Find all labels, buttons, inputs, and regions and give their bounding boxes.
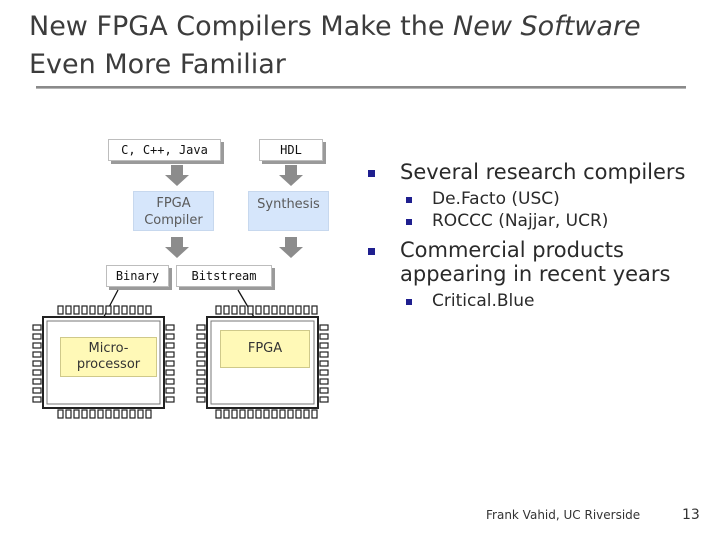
binary-to-microprocessor-arrow (94, 289, 262, 332)
page-number: 13 (682, 507, 700, 523)
arrow-to-compiler (165, 165, 189, 186)
arrow-to-synthesis (279, 165, 303, 186)
bullet-marker (406, 197, 412, 203)
bitstream-box: Bitstream (176, 265, 272, 287)
bullet-marker (368, 248, 375, 255)
sub-bullet-criticalblue: Critical.Blue (368, 290, 708, 312)
fpga-label: FPGA (220, 330, 310, 368)
bullet-marker (406, 299, 412, 305)
title-divider (36, 86, 686, 89)
fpga-compiler-box: FPGA Compiler (133, 191, 214, 231)
sub-bullet-roccc: ROCCC (Najjar, UCR) (368, 210, 708, 232)
bullet-marker (406, 219, 412, 225)
bullet-marker (368, 170, 375, 177)
bullet-commercial: Commercial products appearing in recent … (368, 238, 708, 286)
sub-bullet-defacto: De.Facto (USC) (368, 188, 708, 210)
arrow-to-bitstream (279, 237, 303, 258)
source-language-box: C, C++, Java (108, 139, 221, 161)
footer-author: Frank Vahid, UC Riverside (486, 508, 641, 522)
bullet-research: Several research compilers (368, 160, 708, 184)
title-italic: New Software (453, 11, 641, 42)
microprocessor-label: Micro- processor (60, 337, 157, 377)
hdl-box: HDL (259, 139, 323, 161)
binary-box: Binary (106, 265, 169, 287)
bullet-list: Several research compilers De.Facto (USC… (368, 160, 708, 312)
slide-title: New FPGA Compilers Make the New Software… (29, 8, 709, 84)
synthesis-box: Synthesis (248, 191, 329, 231)
arrow-to-binary (165, 237, 189, 258)
title-plain: New FPGA Compilers Make the (29, 11, 454, 42)
title-line2: Even More Familiar (29, 49, 286, 80)
